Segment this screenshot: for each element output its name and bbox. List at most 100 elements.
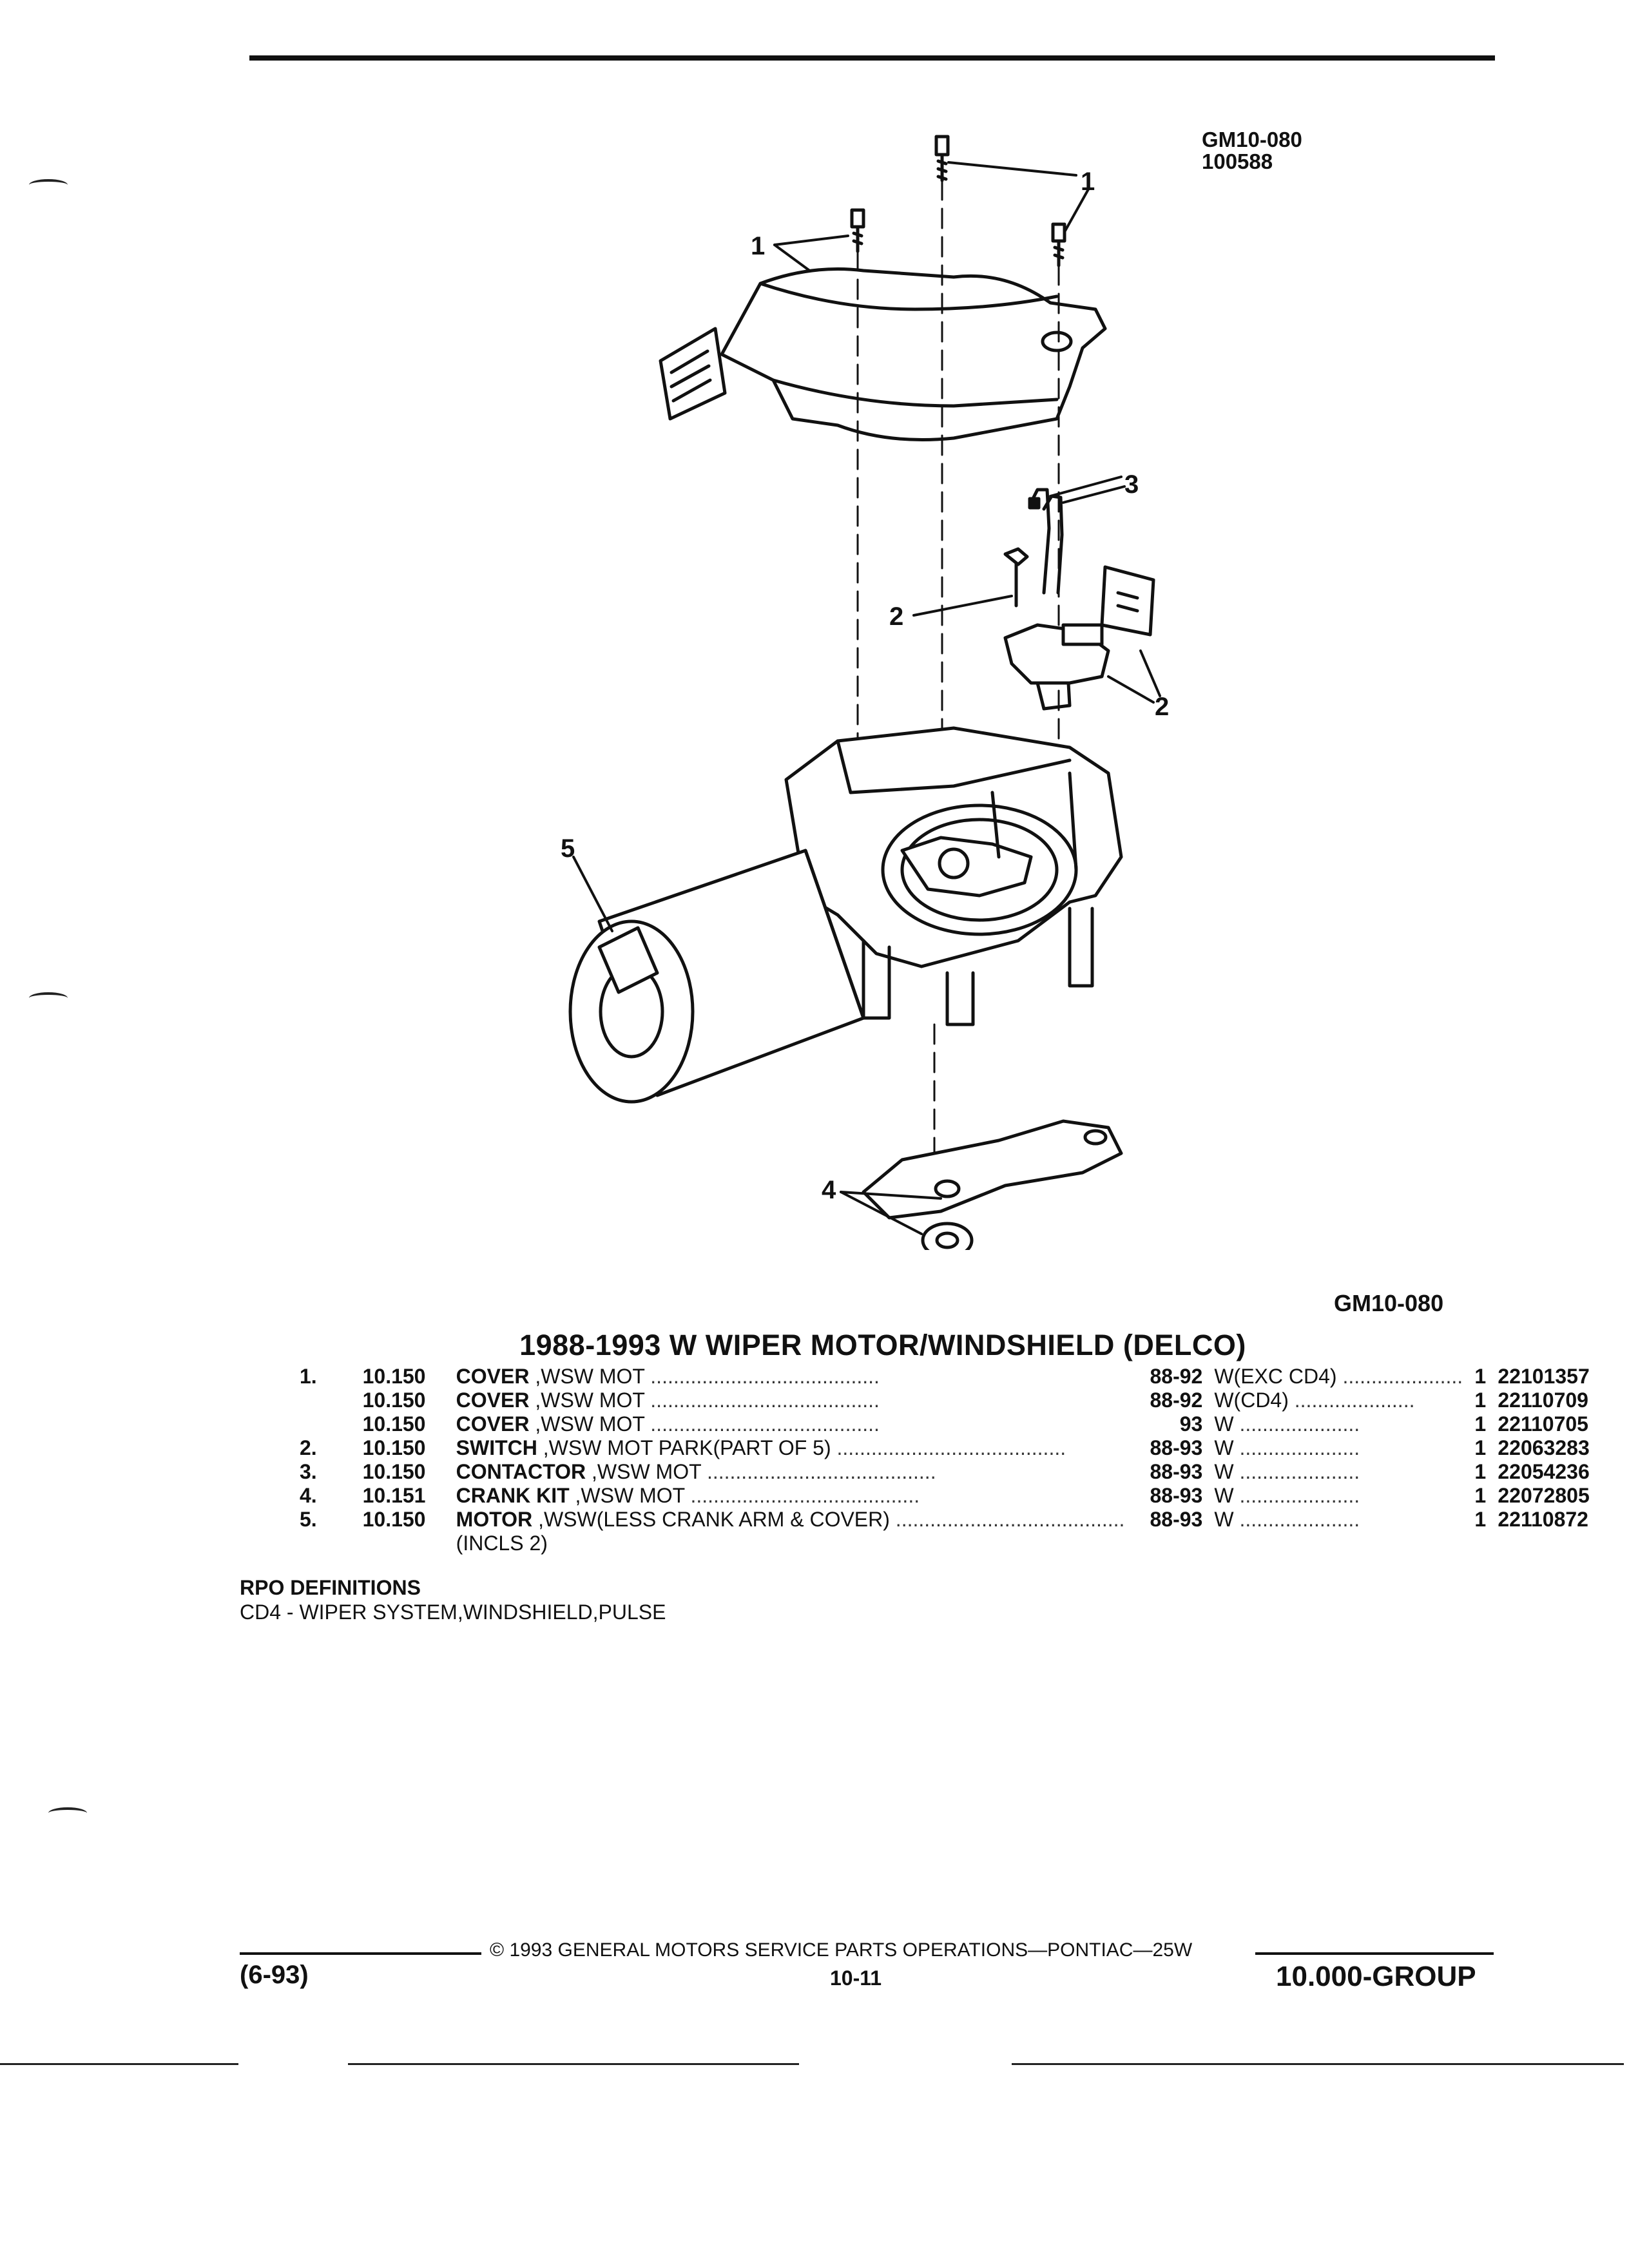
usage-code: W(CD4): [1214, 1389, 1289, 1412]
part-number: 22063283: [1498, 1436, 1590, 1459]
usage-cell: W .....................: [1214, 1412, 1463, 1436]
bolt-icon: [1003, 547, 1029, 608]
callout-1: 1: [751, 232, 765, 260]
part-number: 22110872: [1498, 1508, 1588, 1531]
leader-dots: .....................: [1233, 1412, 1360, 1436]
group-number: 10.150: [362, 1412, 426, 1436]
part-description-cell: CONTACTOR ,WSW MOT .....................…: [456, 1460, 1125, 1484]
leader-dots: ........................................: [644, 1365, 880, 1388]
group-number: 10.150: [362, 1436, 426, 1459]
part-note: (INCLS 2): [456, 1532, 548, 1555]
part-label: MOTOR: [456, 1508, 533, 1531]
part-number: 22110709: [1498, 1389, 1588, 1412]
part-description: ,WSW MOT: [569, 1484, 685, 1507]
part-description: ,WSW MOT: [586, 1460, 702, 1483]
part-description-cell: COVER ,WSW MOT .........................…: [456, 1412, 1125, 1436]
crank-nut-icon: [921, 1222, 974, 1250]
model-years: 88-92: [1150, 1365, 1203, 1388]
usage-cell: W(EXC CD4) .....................: [1214, 1365, 1463, 1389]
callout-3: 3: [1124, 470, 1139, 499]
model-years: 88-92: [1150, 1389, 1203, 1412]
margin-mark: [48, 1807, 87, 1819]
gearbox-housing: [784, 726, 1123, 1026]
model-years: 88-93: [1150, 1436, 1203, 1459]
part-description-cell: MOTOR ,WSW(LESS CRANK ARM & COVER) .....…: [456, 1508, 1125, 1532]
part-description-cell: SWITCH ,WSW MOT PARK(PART OF 5) ........…: [456, 1436, 1125, 1460]
leader-dots: ........................................: [644, 1389, 880, 1412]
crank-arm: [862, 1119, 1123, 1220]
leader-dots: .....................: [1233, 1508, 1360, 1531]
model-years: 88-93: [1150, 1460, 1203, 1483]
part-description: ,WSW MOT: [529, 1412, 645, 1436]
leader-dots: .....................: [1288, 1389, 1415, 1412]
quantity: 1: [1474, 1508, 1487, 1531]
parts-note-row: (INCLS 2): [300, 1532, 1629, 1555]
leader-dots: ........................................: [831, 1436, 1066, 1459]
part-label: COVER: [456, 1365, 530, 1388]
part-label: CONTACTOR: [456, 1460, 586, 1483]
callout-2: 2: [1155, 693, 1169, 721]
part-label: CRANK KIT: [456, 1484, 570, 1507]
item-number: [300, 1412, 363, 1436]
item-number: 1.: [300, 1365, 317, 1388]
group-number: 10.150: [362, 1365, 426, 1388]
figure-code-bottom: GM10-080: [1334, 1290, 1444, 1316]
parts-row: 10.150 COVER ,WSW MOT ...................…: [300, 1412, 1629, 1436]
motor-can: [568, 849, 865, 1104]
item-number: 4.: [300, 1484, 317, 1507]
group-number: 10.150: [362, 1508, 426, 1531]
group-number: 10.150: [362, 1460, 426, 1483]
part-description: ,WSW(LESS CRANK ARM & COVER): [532, 1508, 890, 1531]
section-title: 1988-1993 W WIPER MOTOR/WINDSHIELD (DELC…: [519, 1329, 1246, 1361]
parts-row: 3. 10.150 CONTACTOR ,WSW MOT .............…: [300, 1460, 1629, 1484]
group-number: 10.151: [362, 1484, 426, 1507]
part-label: COVER: [456, 1412, 530, 1436]
usage-code: W: [1214, 1508, 1234, 1531]
usage-code: W(EXC CD4): [1214, 1365, 1337, 1388]
model-years: 88-93: [1150, 1484, 1203, 1507]
bottom-edge-line: [348, 2063, 799, 2065]
leader-dots: .....................: [1233, 1436, 1360, 1459]
figure-code: GM10-080: [1202, 128, 1302, 151]
screw-icon: [1051, 222, 1066, 267]
footer-copyright: © 1993 GENERAL MOTORS SERVICE PARTS OPER…: [490, 1939, 1193, 1961]
label-plate: [1100, 565, 1155, 637]
part-label: SWITCH: [456, 1436, 537, 1459]
top-rule: [249, 55, 1495, 61]
leader-dots: ........................................: [644, 1412, 880, 1436]
empty-cell: [363, 1532, 456, 1555]
rpo-definition: CD4 - WIPER SYSTEM,WINDSHIELD,PULSE: [240, 1600, 666, 1624]
motor-cover: [659, 267, 1107, 441]
leader-dots: .....................: [1233, 1460, 1360, 1483]
usage-code: W: [1214, 1460, 1234, 1483]
callout-5: 5: [561, 834, 575, 863]
model-years: 88-93: [1150, 1508, 1203, 1531]
footer-rule-left: [240, 1952, 481, 1955]
margin-mark: [29, 992, 68, 1004]
usage-cell: W .....................: [1214, 1460, 1463, 1484]
part-number: 22054236: [1498, 1460, 1590, 1483]
margin-mark: [29, 179, 68, 191]
parts-row: 4. 10.151 CRANK KIT ,WSW MOT .............…: [300, 1484, 1629, 1508]
usage-cell: W .....................: [1214, 1484, 1463, 1508]
usage-code: W: [1214, 1412, 1234, 1436]
item-number: 3.: [300, 1460, 317, 1483]
screw-icon: [850, 208, 865, 253]
part-description-cell: COVER ,WSW MOT .........................…: [456, 1389, 1125, 1412]
empty-cell: [300, 1532, 363, 1555]
part-number: 22110705: [1498, 1412, 1588, 1436]
usage-code: W: [1214, 1484, 1234, 1507]
part-description: ,WSW MOT PARK(PART OF 5): [537, 1436, 831, 1459]
callout-4: 4: [822, 1176, 836, 1204]
leader-dots: ........................................: [684, 1484, 920, 1507]
usage-cell: W .....................: [1214, 1508, 1463, 1532]
leader-dots: .....................: [1336, 1365, 1463, 1388]
park-switch: [1003, 623, 1110, 711]
quantity: 1: [1474, 1436, 1487, 1459]
page-number: 10-11: [830, 1966, 882, 1990]
